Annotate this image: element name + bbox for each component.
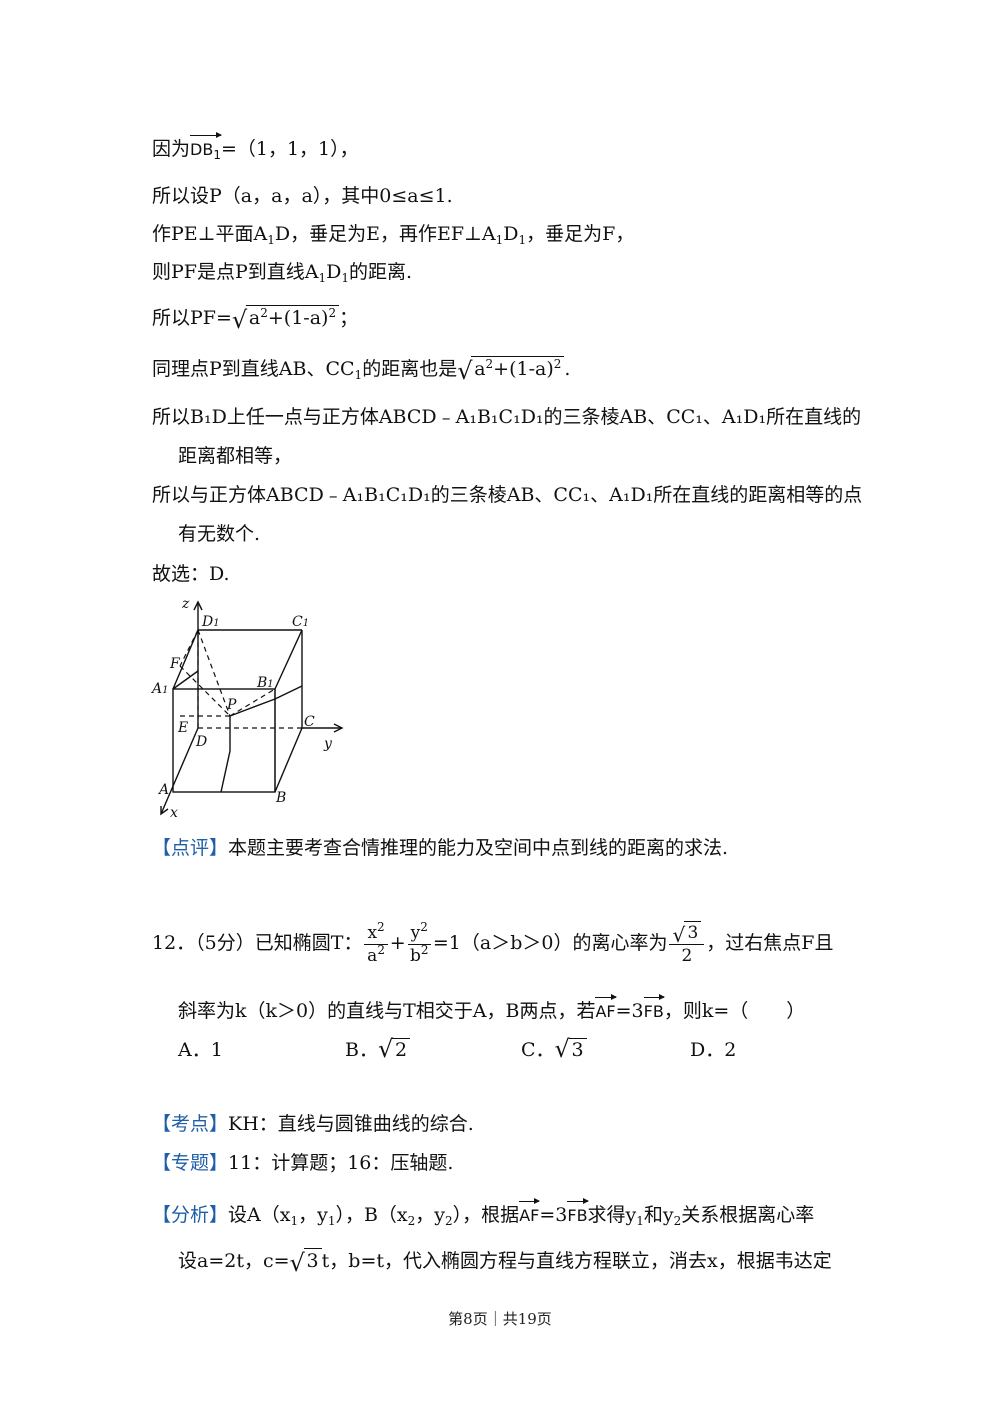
label-z: z [181, 596, 190, 612]
solution-line-2: 所以设P（a，a，a），其中0≤a≤1. [152, 185, 453, 207]
label-e: E [177, 720, 188, 736]
solution-line-5: 所以PF=√a2+(1-a)2； [152, 305, 359, 334]
review-line: 【点评】本题主要考查合情推理的能力及空间中点到线的距离的求法. [152, 837, 729, 859]
label-a: A [157, 782, 169, 798]
label-c: C [304, 714, 315, 730]
page-footer: 第8页｜共19页 [448, 1310, 552, 1328]
zhuanti-line: 【专题】11：计算题；16：压轴题. [152, 1152, 454, 1174]
label-f: F [169, 656, 181, 672]
solution-line-6: 同理点P到直线AB、CC1的距离也是√a2+(1-a)2. [152, 356, 571, 385]
label-d1: D1 [201, 614, 220, 630]
solution-line-9: 所以与正方体ABCD﹣A₁B₁C₁D₁的三条棱AB、CC₁、A₁D₁所在直线的距… [152, 484, 863, 506]
text: 因为 [152, 138, 191, 160]
solution-line-1: 因为DB1=（1，1，1）， [152, 132, 359, 162]
x-axis [160, 727, 199, 815]
solution-line-3: 作PE⊥平面A1D，垂足为E，再作EF⊥A1D1，垂足为F， [152, 223, 635, 247]
fenxi-tag: 【分析】 [152, 1204, 229, 1226]
zhuanti-tag: 【专题】 [152, 1152, 229, 1174]
vector-af: AF [519, 1198, 541, 1228]
vector-fb: FB [643, 994, 666, 1024]
label-y: y [323, 736, 333, 752]
vector-db1: DB1 [190, 132, 222, 162]
vector-fb: FB [567, 1198, 589, 1228]
solution-line-4: 则PF是点P到直线A1D1的距离. [152, 261, 413, 285]
cube-figure: z D1 C1 F A1 B1 P E D C y A B x [150, 596, 344, 821]
option-d[interactable]: D．2 [690, 1039, 737, 1061]
question-12-line-2: 斜率为k（k＞0）的直线与T相交于A，B两点，若AF=3FB，则k=（ ） [178, 994, 805, 1024]
solution-line-10: 有无数个. [178, 523, 261, 545]
fenxi-line-1: 【分析】设A（x1，y1），B（x2，y2），根据AF=3FB求得y1和y2关系… [152, 1198, 814, 1228]
label-b1: B1 [256, 675, 274, 691]
option-a[interactable]: A．1 [178, 1039, 223, 1061]
option-c[interactable]: C．√3 [521, 1035, 587, 1063]
label-p: P [226, 697, 237, 713]
review-tag: 【点评】 [152, 837, 229, 859]
option-b[interactable]: B．√2 [345, 1035, 411, 1063]
solution-line-8: 距离都相等， [178, 445, 293, 467]
vector-af: AF [595, 994, 617, 1024]
sqrt-expression: √a2+(1-a)2 [232, 305, 340, 332]
solution-answer: 故选：D. [152, 563, 230, 585]
kaodian-line: 【考点】KH：直线与圆锥曲线的综合. [152, 1113, 474, 1135]
sqrt-expression: √a2+(1-a)2 [457, 356, 565, 383]
label-d: D [195, 734, 207, 750]
label-c1: C1 [292, 614, 309, 630]
label-b: B [275, 790, 286, 806]
text: =（1，1，1）， [220, 138, 359, 160]
kaodian-tag: 【考点】 [152, 1113, 229, 1135]
solution-line-7: 所以B₁D上任一点与正方体ABCD﹣A₁B₁C₁D₁的三条棱AB、CC₁、A₁D… [152, 406, 862, 428]
label-x: x [170, 805, 178, 821]
label-a1: A1 [150, 681, 169, 697]
